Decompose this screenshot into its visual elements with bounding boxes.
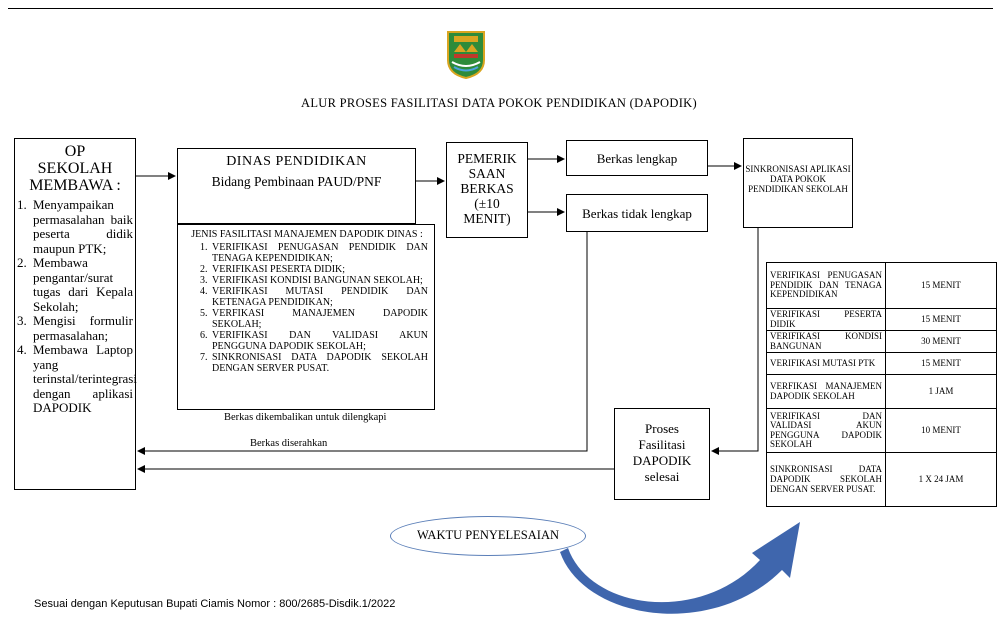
- item-text: VERIFIKASI KONDISI BANGUNAN SEKOLAH;: [212, 275, 423, 286]
- proses-line: DAPODIK: [632, 453, 692, 468]
- dinas-title: DINAS PENDIDIKAN: [226, 154, 367, 169]
- pemeriksaan-line: (±10: [474, 196, 500, 211]
- table-cell-item: VERIFIKASI KONDISI BANGUNAN: [766, 330, 886, 354]
- list-item: 2. VERIFIKASI PESERTA DIDIK;: [186, 264, 428, 275]
- op-requirements-list: 1. Menyampaikan permasalahan baik peserta…: [17, 197, 137, 416]
- table-cell-waktu: 1 X 24 JAM: [885, 452, 997, 508]
- jenis-list: 1. VERIFIKASI PENUGASAN PENDIDIK DAN TENA…: [186, 242, 428, 374]
- sinkronisasi-box: SINKRONISASI APLIKASI DATA POKOK PENDIDI…: [743, 138, 853, 228]
- proses-selesai-box: Proses Fasilitasi DAPODIK selesai: [614, 408, 710, 500]
- table-cell-item: SINKRONISASI DATA DAPODIK SEKOLAH DENGAN…: [766, 452, 886, 508]
- list-item: 1. VERIFIKASI PENUGASAN PENDIDIK DAN TENA…: [186, 242, 428, 264]
- ciamis-emblem-icon: [447, 31, 485, 80]
- waktu-curved-arrow-icon: [560, 522, 800, 614]
- top-rule: [8, 8, 993, 9]
- table-cell-item: VERIFIKASI DAN VALIDASI AKUN PENGGUNA DA…: [766, 408, 886, 454]
- pemeriksaan-berkas-box: PEMERIK SAAN BERKAS (±10 MENIT): [446, 142, 528, 238]
- item-text: Menyampaikan permasalahan baik peserta d…: [33, 197, 133, 256]
- list-item: 6. VERIFIKASI DAN VALIDASI AKUN PENGGUNA …: [186, 330, 428, 352]
- item-number: 3.: [200, 275, 208, 286]
- item-number: 6.: [200, 330, 208, 341]
- item-text: SINKRONISASI DATA DAPODIK SEKOLAH DENGAN…: [212, 352, 428, 374]
- item-text: VERIFIKASI PESERTA DIDIK;: [212, 264, 346, 275]
- list-item: 3. VERIFIKASI KONDISI BANGUNAN SEKOLAH;: [186, 275, 428, 286]
- jenis-fasilitasi-box: JENIS FASILITASI MANAJEMEN DAPODIK DINAS…: [177, 224, 435, 410]
- pemeriksaan-line: SAAN: [468, 166, 506, 181]
- table-cell-item: VERIFIKASI PENUGASAN PENDIDIK DAN TENAGA…: [766, 262, 886, 309]
- op-heading: OP SEKOLAH MEMBAWA :: [17, 143, 133, 194]
- table-cell-item: VERIFIKASI PESERTA DIDIK: [766, 307, 886, 332]
- list-item: 1. Menyampaikan permasalahan baik peserta…: [17, 197, 133, 256]
- proses-line: Fasilitasi: [638, 437, 686, 452]
- list-item: 3. Mengisi formulir permasalahan;: [17, 313, 133, 343]
- berkas-diserahkan-label: Berkas diserahkan: [250, 438, 328, 449]
- item-text: Membawa Laptop yang terinstal/terintegra…: [33, 342, 137, 415]
- dinas-subtitle: Bidang Pembinaan PAUD/PNF: [211, 174, 382, 189]
- pemeriksaan-line: BERKAS: [460, 181, 514, 196]
- item-text: VERIFIKASI PENUGASAN PENDIDIK DAN TENAGA…: [212, 242, 428, 264]
- item-number: 2.: [200, 264, 208, 275]
- item-text: VERIFIKASI DAN VALIDASI AKUN PENGGUNA DA…: [212, 330, 428, 352]
- pemeriksaan-line: MENIT): [463, 211, 511, 226]
- table-cell-waktu: 30 MENIT: [885, 330, 997, 354]
- item-number: 5.: [200, 308, 208, 319]
- item-number: 4.: [17, 342, 27, 357]
- op-heading-line: SEKOLAH: [37, 160, 113, 177]
- berkas-tidak-lengkap-box: Berkas tidak lengkap: [566, 194, 708, 232]
- table-cell-item: VERFIKASI MANAJEMEN DAPODIK SEKOLAH: [766, 374, 886, 410]
- item-number: 4.: [200, 286, 208, 297]
- item-number: 1.: [200, 242, 208, 253]
- page-title: ALUR PROSES FASILITASI DATA POKOK PENDID…: [301, 96, 697, 110]
- jenis-title: JENIS FASILITASI MANAJEMEN DAPODIK DINAS…: [191, 229, 423, 240]
- item-text: VERFIKASI MANAJEMEN DAPODIK SEKOLAH;: [212, 308, 428, 330]
- list-item: 5. VERFIKASI MANAJEMEN DAPODIK SEKOLAH;: [186, 308, 428, 330]
- list-item: 4. Membawa Laptop yang terinstal/terinteg…: [17, 342, 137, 416]
- arrow-to-proses-selesai: [711, 228, 759, 455]
- proses-line: Proses: [645, 421, 679, 436]
- waktu-table: VERIFIKASI PENUGASAN PENDIDIK DAN TENAGA…: [766, 262, 997, 508]
- list-item: 4. VERIFIKASI MUTASI PENDIDIK DAN KETENAG…: [186, 286, 428, 308]
- item-number: 2.: [17, 255, 27, 270]
- waktu-penyelesaian-ellipse: WAKTU PENYELESAIAN: [390, 516, 586, 556]
- list-item: 2. Membawa pengantar/surat tugas dari Kep…: [17, 255, 133, 314]
- item-number: 7.: [200, 352, 208, 363]
- table-cell-waktu: 1 JAM: [885, 374, 997, 410]
- table-row: VERIFIKASI PENUGASAN PENDIDIK DAN TENAGA…: [766, 262, 997, 309]
- pemeriksaan-line: PEMERIK: [457, 151, 517, 166]
- table-row: SINKRONISASI DATA DAPODIK SEKOLAH DENGAN…: [766, 452, 997, 508]
- item-text: Mengisi formulir permasalahan;: [33, 313, 133, 343]
- footer-note: Sesuai dengan Keputusan Bupati Ciamis No…: [34, 598, 396, 610]
- item-text: VERIFIKASI MUTASI PENDIDIK DAN KETENAGA …: [212, 286, 428, 308]
- item-text: Membawa pengantar/surat tugas dari Kepal…: [33, 255, 133, 314]
- proses-line: selesai: [644, 469, 680, 484]
- op-heading-line: MEMBAWA :: [29, 177, 121, 194]
- dinas-pendidikan-box: DINAS PENDIDIKAN Bidang Pembinaan PAUD/P…: [177, 148, 416, 224]
- berkas-lengkap-box: Berkas lengkap: [566, 140, 708, 176]
- op-sekolah-box: OP SEKOLAH MEMBAWA : 1. Menyampaikan perm…: [14, 138, 137, 490]
- item-number: 1.: [17, 197, 27, 212]
- op-heading-line: OP: [64, 143, 86, 160]
- arrow-berkas-dikembalikan: [137, 232, 588, 455]
- list-item: 7. SINKRONISASI DATA DAPODIK SEKOLAH DENG…: [186, 352, 428, 374]
- table-row: VERIFIKASI DAN VALIDASI AKUN PENGGUNA DA…: [766, 408, 997, 454]
- berkas-dikembalikan-label: Berkas dikembalikan untuk dilengkapi: [224, 412, 387, 423]
- item-number: 3.: [17, 313, 27, 328]
